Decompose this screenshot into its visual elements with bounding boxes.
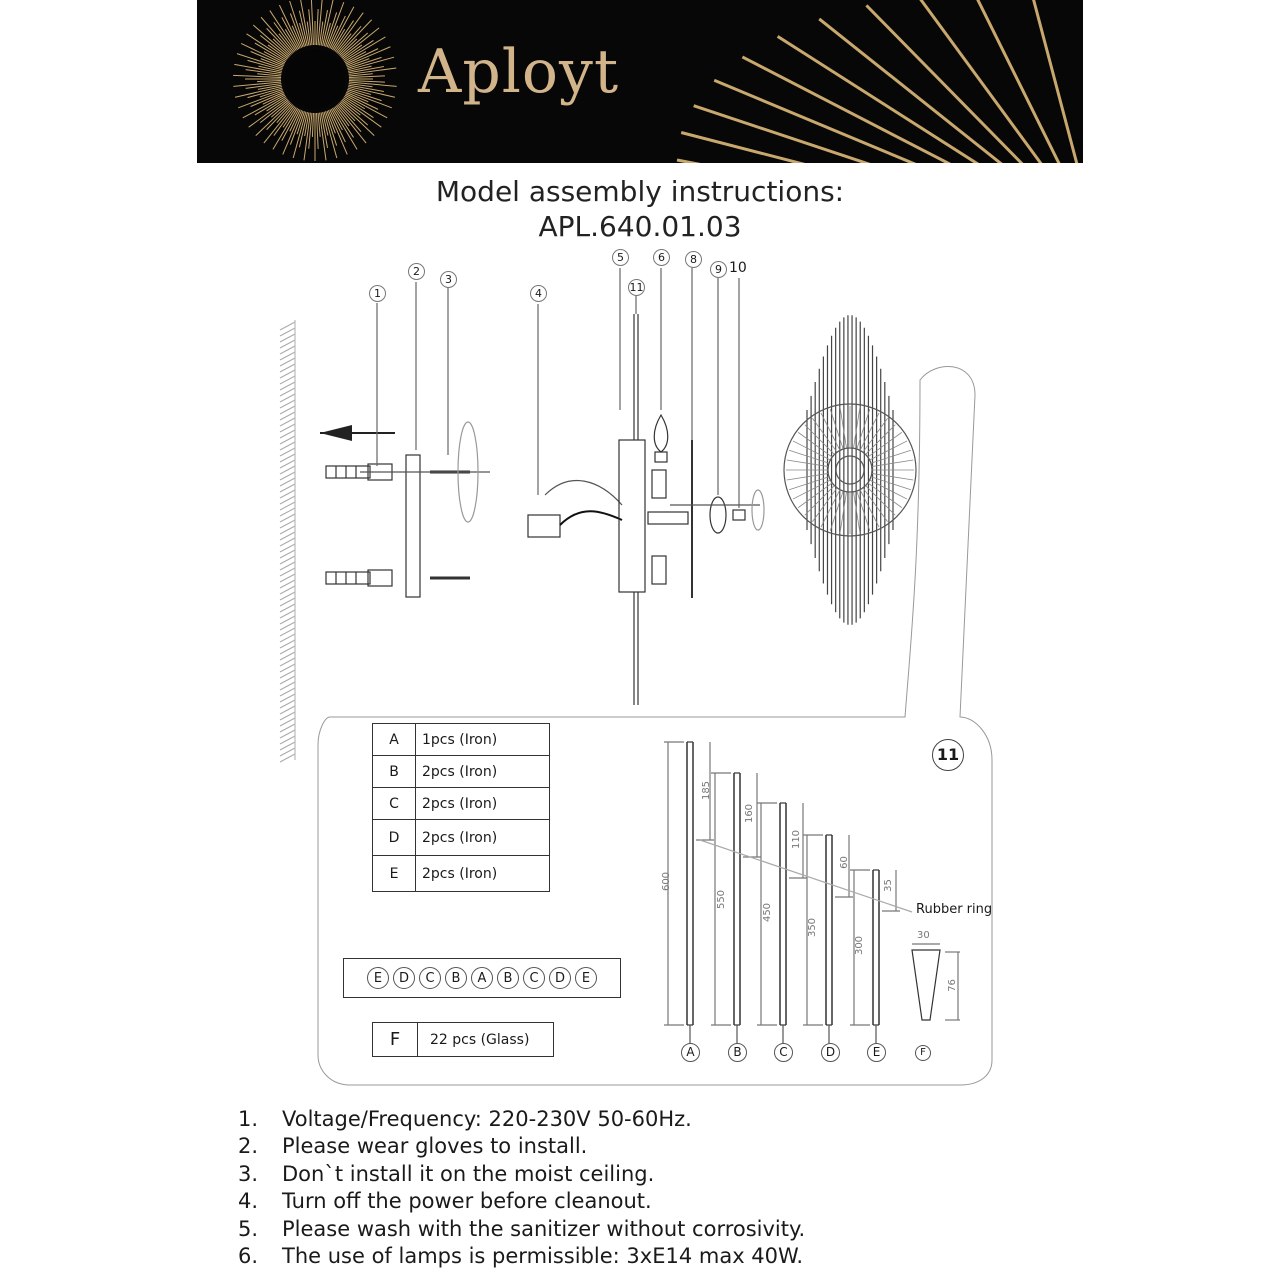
list-item: 5.Please wash with the sanitizer without… bbox=[238, 1216, 806, 1241]
dim-a-top: 185 bbox=[701, 780, 713, 801]
rod-diagram bbox=[664, 741, 900, 1043]
list-item: 4.Turn off the power before cleanout. bbox=[238, 1189, 652, 1214]
dim-f-height: 76 bbox=[946, 979, 958, 992]
sequence-item: A bbox=[471, 967, 493, 989]
dim-d-length: 350 bbox=[807, 917, 819, 938]
dim-b-length: 550 bbox=[716, 889, 728, 910]
rod-label-d: D bbox=[821, 1043, 840, 1062]
list-item: 3.Don`t install it on the moist ceiling. bbox=[238, 1161, 655, 1186]
dim-c-top: 110 bbox=[791, 829, 803, 850]
dim-e-top: 35 bbox=[882, 879, 894, 892]
rubber-ring-label: Rubber ring bbox=[916, 902, 993, 917]
sequence-item: E bbox=[575, 967, 597, 989]
callout-9: 9 bbox=[710, 261, 727, 278]
sequence-item: D bbox=[393, 967, 415, 989]
rod-order-sequence: E D C B A B C D E bbox=[343, 958, 621, 998]
callout-8: 8 bbox=[685, 251, 702, 268]
detail-number: 11 bbox=[932, 739, 964, 771]
dim-d-top: 60 bbox=[838, 856, 850, 869]
brand-logo: Aployt bbox=[418, 37, 620, 107]
callout-1: 1 bbox=[369, 285, 386, 302]
rod-label-a: A bbox=[681, 1043, 700, 1062]
model-number: APL.640.01.03 bbox=[538, 210, 742, 243]
wall-anchor-bottom bbox=[325, 569, 393, 587]
callout-6: 6 bbox=[653, 249, 670, 266]
rod-label-f: F bbox=[915, 1045, 931, 1061]
list-item: 1.Voltage/Frequency: 220-230V 50-60Hz. bbox=[238, 1107, 692, 1131]
callout-11: 11 bbox=[628, 279, 645, 296]
callout-5: 5 bbox=[612, 249, 629, 266]
callout-4: 4 bbox=[530, 285, 547, 302]
wall-hatch bbox=[279, 321, 296, 763]
dim-a-length: 600 bbox=[661, 871, 673, 892]
page-title: Model assembly instructions: bbox=[435, 175, 845, 208]
sequence-item: C bbox=[419, 967, 441, 989]
sequence-item: E bbox=[367, 967, 389, 989]
sequence-item: C bbox=[523, 967, 545, 989]
notes-list: 1.Voltage/Frequency: 220-230V 50-60Hz. 2… bbox=[238, 1106, 805, 1270]
sequence-item: B bbox=[497, 967, 519, 989]
glass-piece-f bbox=[911, 943, 960, 1021]
list-item: 6.The use of lamps is permissible: 3xE14… bbox=[238, 1244, 804, 1269]
rod-label-b: B bbox=[728, 1043, 747, 1062]
header-banner bbox=[197, 0, 1083, 163]
callout-2: 2 bbox=[408, 263, 425, 280]
rod-label-c: C bbox=[774, 1043, 793, 1062]
callout-10: 10 bbox=[729, 260, 747, 276]
finished-lamp bbox=[806, 315, 894, 625]
callout-3: 3 bbox=[440, 271, 457, 288]
mounting-bracket bbox=[405, 454, 421, 598]
sequence-item: B bbox=[445, 967, 467, 989]
dim-c-length: 450 bbox=[762, 902, 774, 923]
rod-label-e: E bbox=[867, 1043, 886, 1062]
dim-b-top: 160 bbox=[744, 803, 756, 824]
lamp-body bbox=[618, 439, 646, 593]
sequence-item: D bbox=[549, 967, 571, 989]
sunburst-logo-icon bbox=[233, 0, 1079, 163]
dim-e-length: 300 bbox=[854, 935, 866, 956]
dim-f-width: 30 bbox=[917, 930, 930, 941]
terminal-block bbox=[527, 514, 561, 538]
list-item: 2.Please wear gloves to install. bbox=[238, 1134, 588, 1159]
